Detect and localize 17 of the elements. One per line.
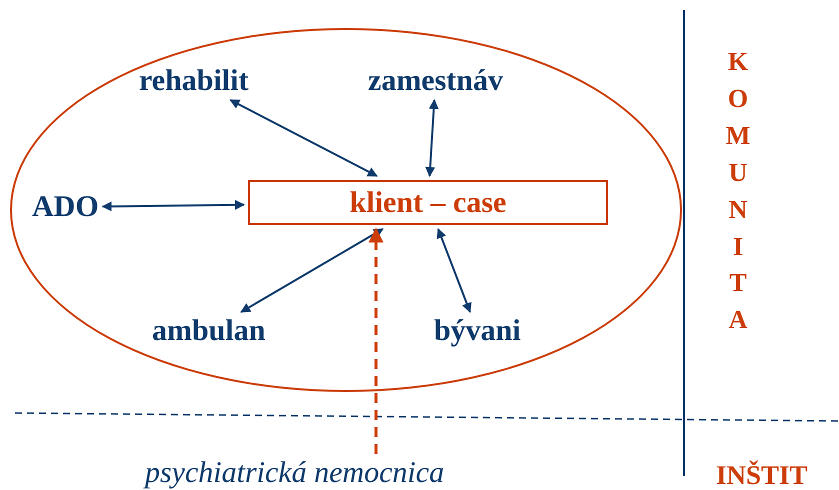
arrow xyxy=(240,228,384,313)
box-label: klient – case xyxy=(350,188,506,218)
arrow xyxy=(425,99,439,177)
arrow xyxy=(436,228,472,313)
client-box xyxy=(248,180,608,225)
ellipse-outline xyxy=(10,28,682,392)
node-label: ambulan xyxy=(152,316,266,346)
node-label: ADO xyxy=(32,192,99,222)
node-label: zamestnáv xyxy=(368,66,503,96)
section-label: INŠTIT xyxy=(716,462,808,489)
arrow xyxy=(229,99,378,177)
arrow xyxy=(368,228,384,454)
node-label: psychiatrická nemocnica xyxy=(145,458,444,488)
vertical-label: KOMUNITA xyxy=(725,46,751,336)
node-label: rehabilit xyxy=(139,66,248,96)
arrow xyxy=(102,200,245,212)
node-label: bývani xyxy=(434,316,521,346)
